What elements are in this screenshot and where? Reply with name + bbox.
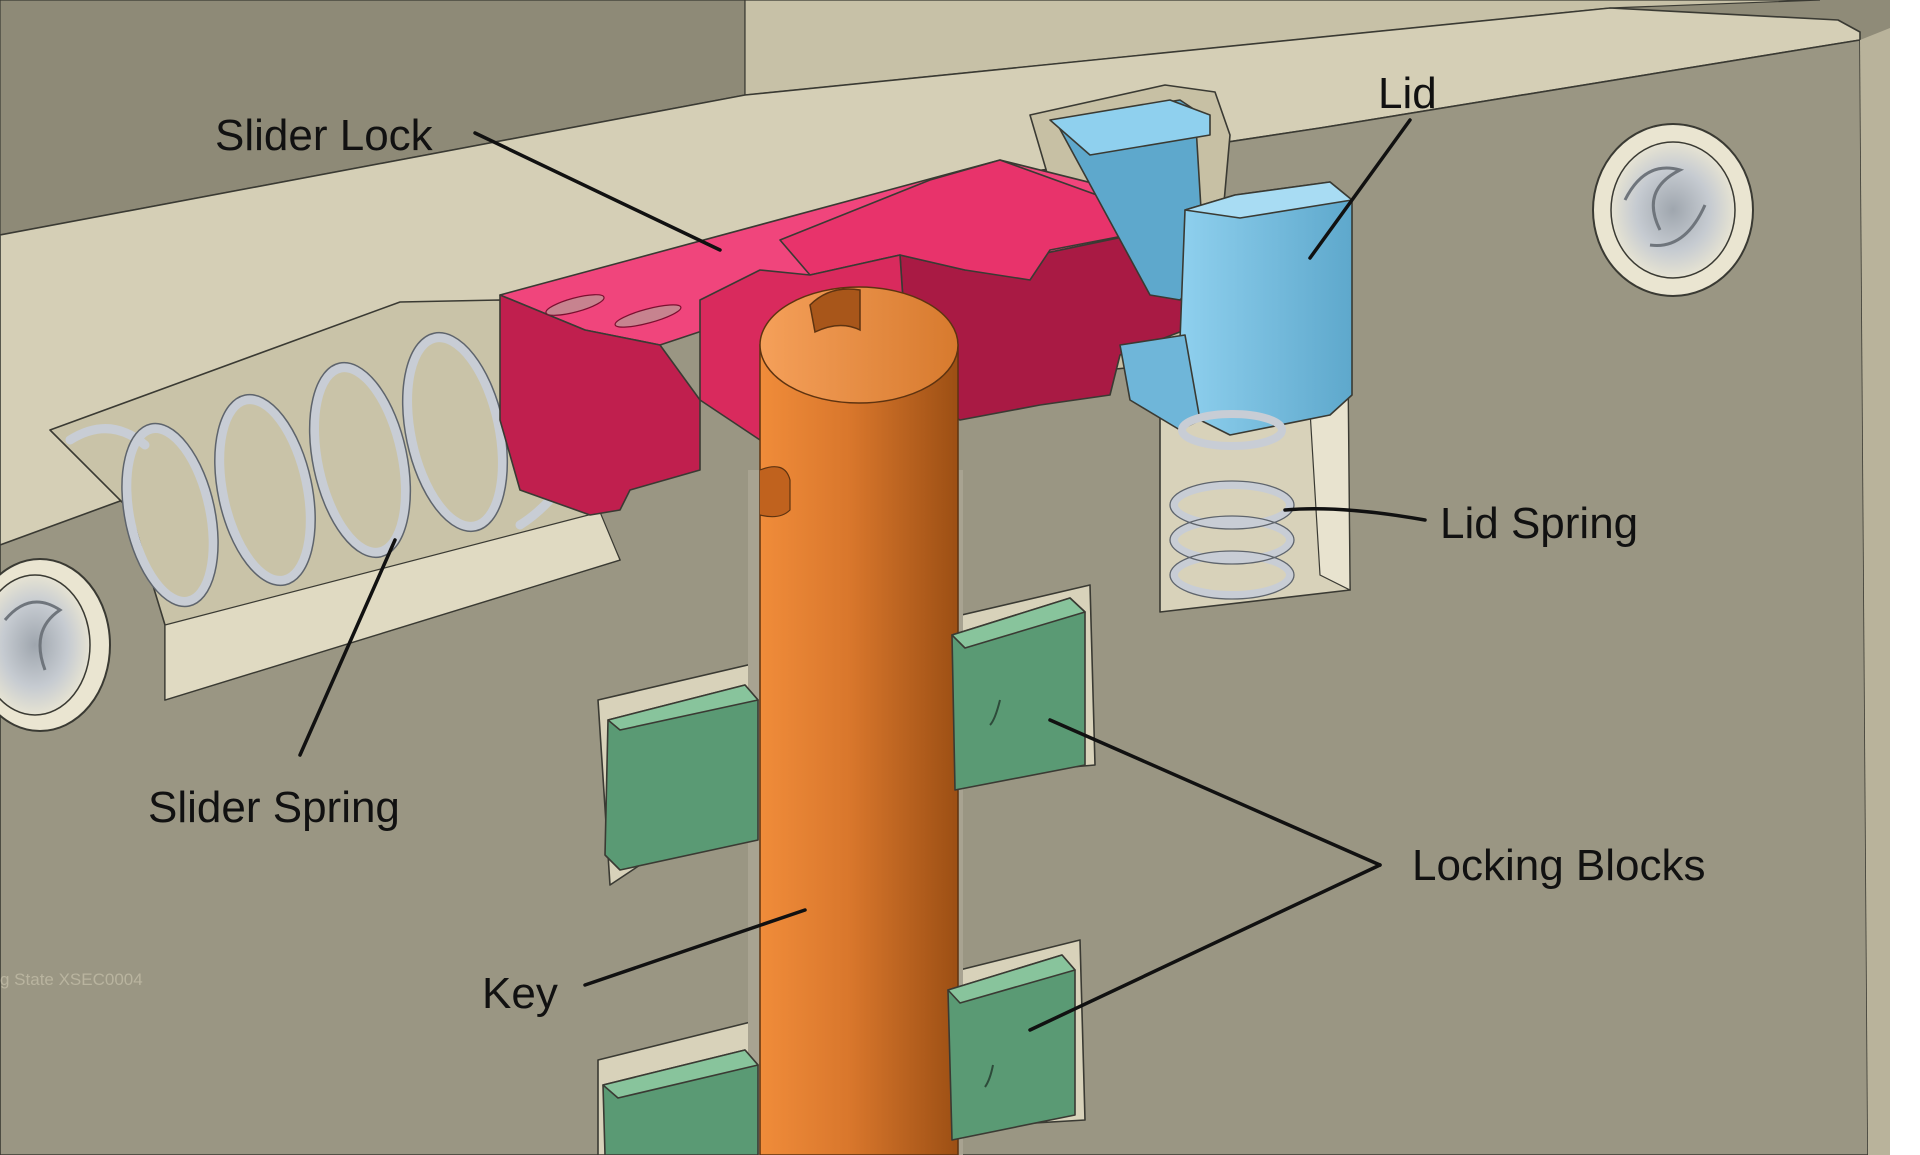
leader-locking-block-lower — [1028, 863, 1382, 1032]
leader-key — [583, 908, 807, 987]
key-groove — [759, 466, 791, 518]
locking-block-upper-right — [951, 597, 1086, 791]
locking-block-upper-left — [604, 684, 759, 871]
lid-front-top — [1184, 181, 1353, 219]
housing-right-edge — [1860, 28, 1890, 1155]
leader-lid-spring — [1283, 507, 1427, 522]
slider-lock-slot — [545, 294, 605, 316]
label-lid-spring: Lid Spring — [1440, 499, 1638, 548]
locking-block-lower-left — [602, 1049, 759, 1155]
leader-slider-lock — [473, 131, 722, 252]
key-shaft — [759, 344, 959, 1155]
slider-lock — [499, 159, 1186, 516]
slider-spring-recess-floor — [164, 511, 621, 701]
lid-top-bar — [1049, 99, 1211, 156]
leader-locking-block-upper — [1048, 718, 1382, 867]
key-top — [759, 286, 959, 404]
leader-slider-spring — [298, 538, 397, 757]
leader-lid — [1308, 118, 1412, 260]
label-slider-spring: Slider Spring — [148, 783, 400, 832]
lid-spring — [1170, 410, 1294, 599]
slider-lock-front-face — [499, 294, 701, 516]
callout-labels: Slider Lock Lid Lid Spring Slider Spring… — [148, 69, 1705, 1018]
mounting-hole-left — [0, 558, 111, 732]
slider-lock-slot — [614, 304, 682, 328]
label-locking-blocks: Locking Blocks — [1412, 841, 1705, 890]
label-lid: Lid — [1378, 69, 1437, 118]
slider-lock-right-top — [779, 159, 1181, 281]
key — [759, 286, 959, 1155]
label-slider-lock: Slider Lock — [215, 111, 434, 160]
label-key: Key — [482, 969, 558, 1018]
locking-block-lower-right — [947, 954, 1076, 1141]
watermark-text: g State XSEC0004 — [0, 970, 143, 989]
lid-front-plate — [1179, 181, 1353, 436]
lid — [1049, 99, 1353, 436]
mounting-hole-right — [1592, 123, 1754, 297]
key-notch — [809, 288, 861, 334]
leader-lines — [298, 118, 1427, 1032]
lid-spring-outline — [1169, 480, 1295, 600]
